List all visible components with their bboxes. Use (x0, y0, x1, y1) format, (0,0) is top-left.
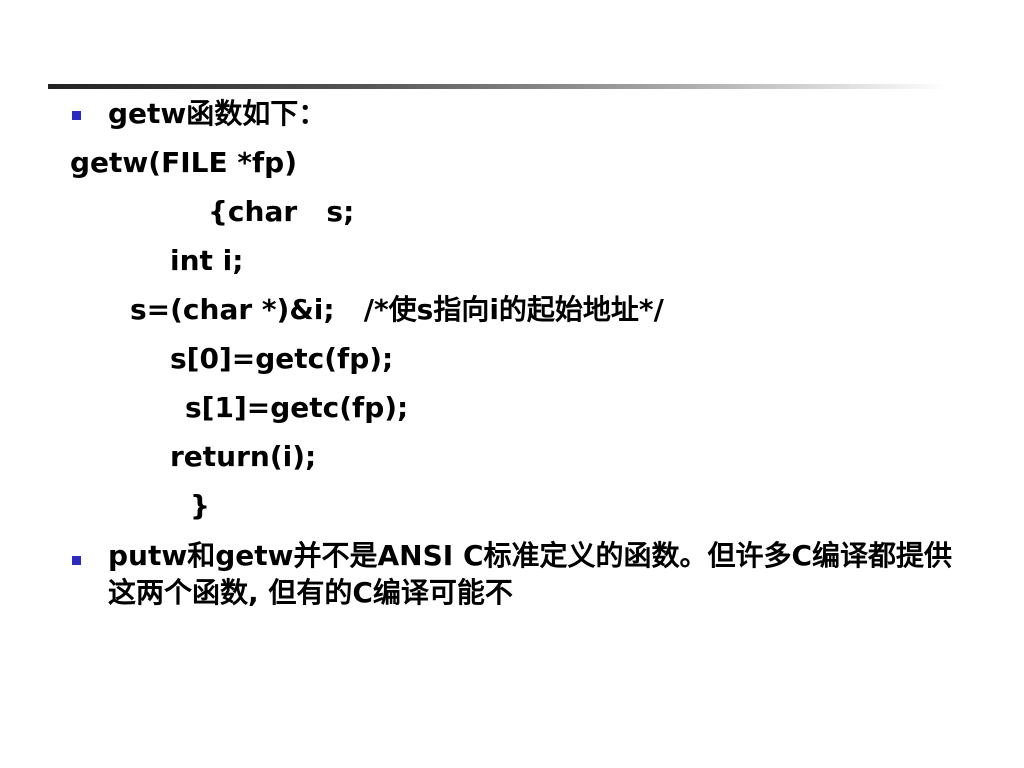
code-line-7: return(i); (170, 440, 317, 473)
code-line-5: s[0]=getc(fp); (170, 342, 394, 375)
bullet-icon (72, 111, 81, 120)
bullet-text-getw-intro: getw函数如下： (108, 97, 327, 130)
bullet-text-putw-getw: putw和getw并不是ANSI C标准定义的函数。但许多C编译都提供这两个函数… (108, 539, 953, 609)
code-line-1: getw(FILE *fp) (70, 146, 298, 179)
code-line-8: } (190, 489, 210, 522)
code-line-6: s[1]=getc(fp); (185, 391, 409, 424)
code-line-3: int i; (170, 244, 244, 277)
bullet-icon (72, 556, 81, 565)
code-line-2: {char s; (208, 195, 355, 228)
title-divider (48, 84, 948, 89)
code-line-4: s=(char *)&i; /*使s指向i的起始地址*/ (130, 293, 664, 326)
